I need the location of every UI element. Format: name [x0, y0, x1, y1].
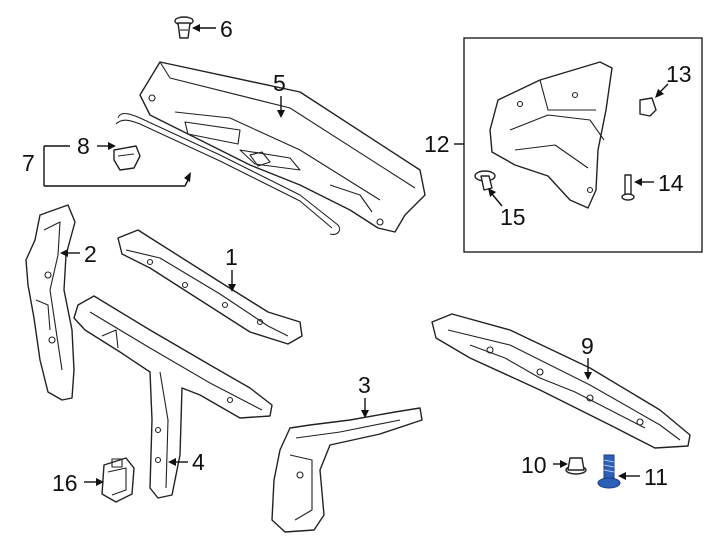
part-1-upper-support	[117, 229, 303, 345]
callout-6: 6	[220, 16, 233, 42]
callout-15: 15	[500, 204, 526, 230]
part-7-weatherstrip	[117, 112, 341, 235]
part-6-push-clip	[174, 16, 194, 39]
part-10-push-clip	[565, 457, 587, 475]
part-9-under-cover	[431, 313, 691, 449]
leaders	[43, 24, 669, 486]
callout-16: 16	[52, 470, 78, 496]
part-11-bolt	[597, 454, 621, 489]
callout-5: 5	[273, 70, 286, 96]
part-2-side-bracket	[25, 204, 76, 401]
callout-3: 3	[358, 372, 371, 398]
callout-13: 13	[666, 61, 692, 87]
callout-7: 7	[22, 150, 35, 176]
part-8-clip	[113, 145, 141, 171]
callout-10: 10	[521, 452, 547, 478]
callout-labels: 6 5 8 7 2 1 3 4 16 9 10 11 12 13 14 15	[22, 16, 692, 496]
part-4-support-frame	[73, 295, 273, 499]
part-14-bolt	[621, 174, 635, 201]
part-15-screw	[474, 170, 496, 191]
callout-2: 2	[84, 241, 97, 267]
callout-1: 1	[225, 244, 238, 270]
callout-11: 11	[644, 464, 668, 490]
callout-14: 14	[658, 170, 684, 196]
part-3-side-support	[271, 407, 423, 533]
callout-9: 9	[581, 333, 594, 359]
callout-8: 8	[77, 133, 90, 159]
part-16-latch	[101, 457, 135, 503]
callout-12: 12	[424, 131, 450, 157]
callout-4: 4	[192, 449, 205, 475]
part-13-nut	[639, 97, 657, 117]
part-5-support-cover	[139, 61, 426, 233]
part-12-shield-bracket	[489, 61, 613, 209]
